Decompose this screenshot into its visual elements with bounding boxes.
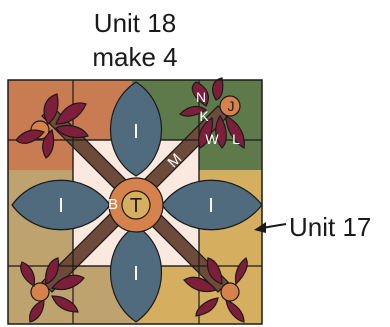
flower-top-right — [179, 77, 245, 149]
label-leaf-w: W — [205, 131, 219, 147]
flower-bottom-left — [20, 257, 85, 323]
label-petal-right: I — [208, 195, 214, 217]
center-circle — [121, 190, 151, 220]
petal-top — [109, 81, 163, 177]
label-leaf-l: L — [232, 131, 240, 147]
unit-18-caption: Unit 18 — [93, 8, 177, 38]
label-ring: B — [108, 196, 118, 213]
petal-bottom — [109, 225, 163, 323]
callout-arrow — [254, 222, 287, 233]
label-center: T — [130, 195, 142, 217]
label-petal-left: I — [58, 195, 64, 217]
flower-top-left — [15, 93, 89, 159]
label-leaf-top: N — [196, 89, 206, 105]
flower-bottom-right — [183, 257, 248, 323]
label-petal-bottom: I — [133, 263, 139, 285]
label-berry: J — [228, 98, 235, 114]
label-leaf-mid: K — [199, 108, 209, 124]
label-petal-top: I — [133, 121, 139, 143]
block-border — [7, 79, 263, 325]
make-count-caption: make 4 — [92, 42, 178, 72]
unit-17-label: Unit 17 — [289, 212, 372, 242]
